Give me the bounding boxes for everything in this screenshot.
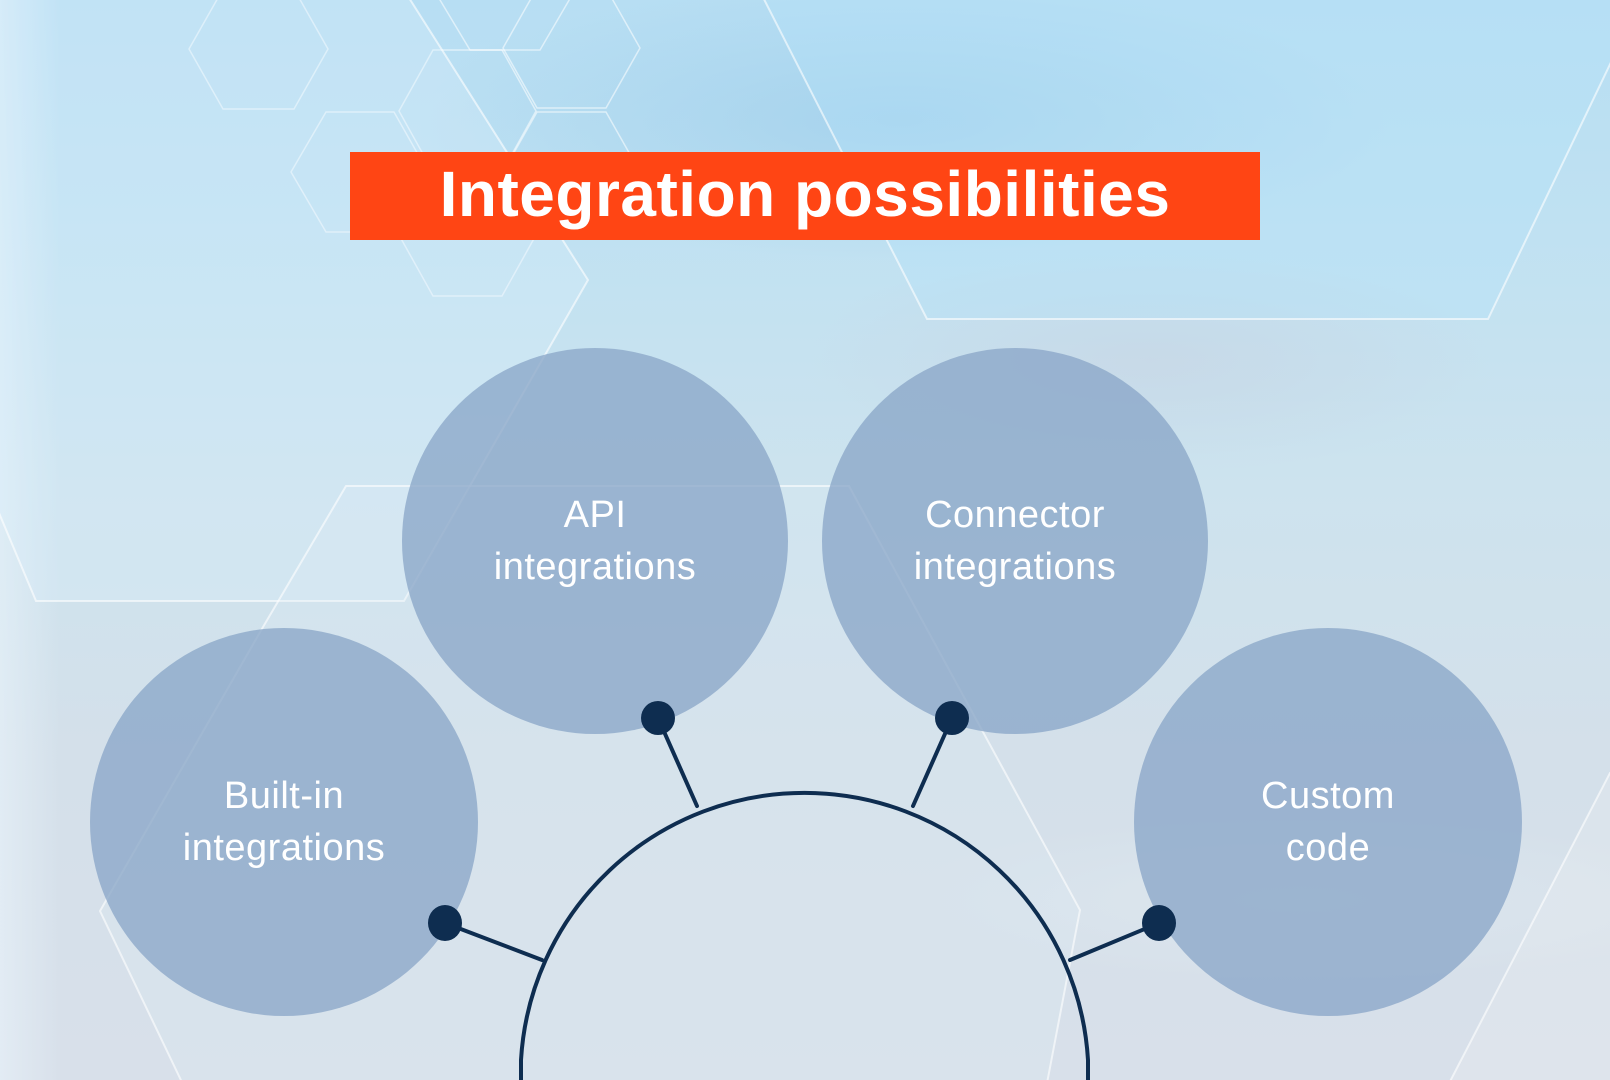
node-label-line2: integrations <box>493 546 697 588</box>
title-banner: Integration possibilities <box>350 152 1260 240</box>
node-api-integrations: API integrations <box>402 348 788 734</box>
spoke-built-in <box>443 921 544 962</box>
node-label-line2: code <box>1285 827 1371 869</box>
node-label-line1: Built-in <box>223 775 345 817</box>
connector-dot-custom <box>1142 905 1176 941</box>
page-title: Integration possibilities <box>439 158 1171 230</box>
node-label-line1: Connector <box>925 494 1105 536</box>
node-connector-integrations: Connector integrations <box>822 348 1208 734</box>
connector-dot-connector <box>935 701 969 735</box>
node-custom-code: Custom code <box>1134 628 1522 1016</box>
node-label-line1: Custom <box>1261 775 1395 817</box>
connector-dot-api <box>641 701 675 735</box>
connector-dot-built-in <box>428 905 462 941</box>
node-label-line1: API <box>563 494 627 536</box>
node-built-in-integrations: Built-in integrations <box>90 628 478 1016</box>
hub-dome <box>519 790 1090 1080</box>
node-label-line2: integrations <box>182 827 386 869</box>
node-label-line2: integrations <box>913 546 1117 588</box>
